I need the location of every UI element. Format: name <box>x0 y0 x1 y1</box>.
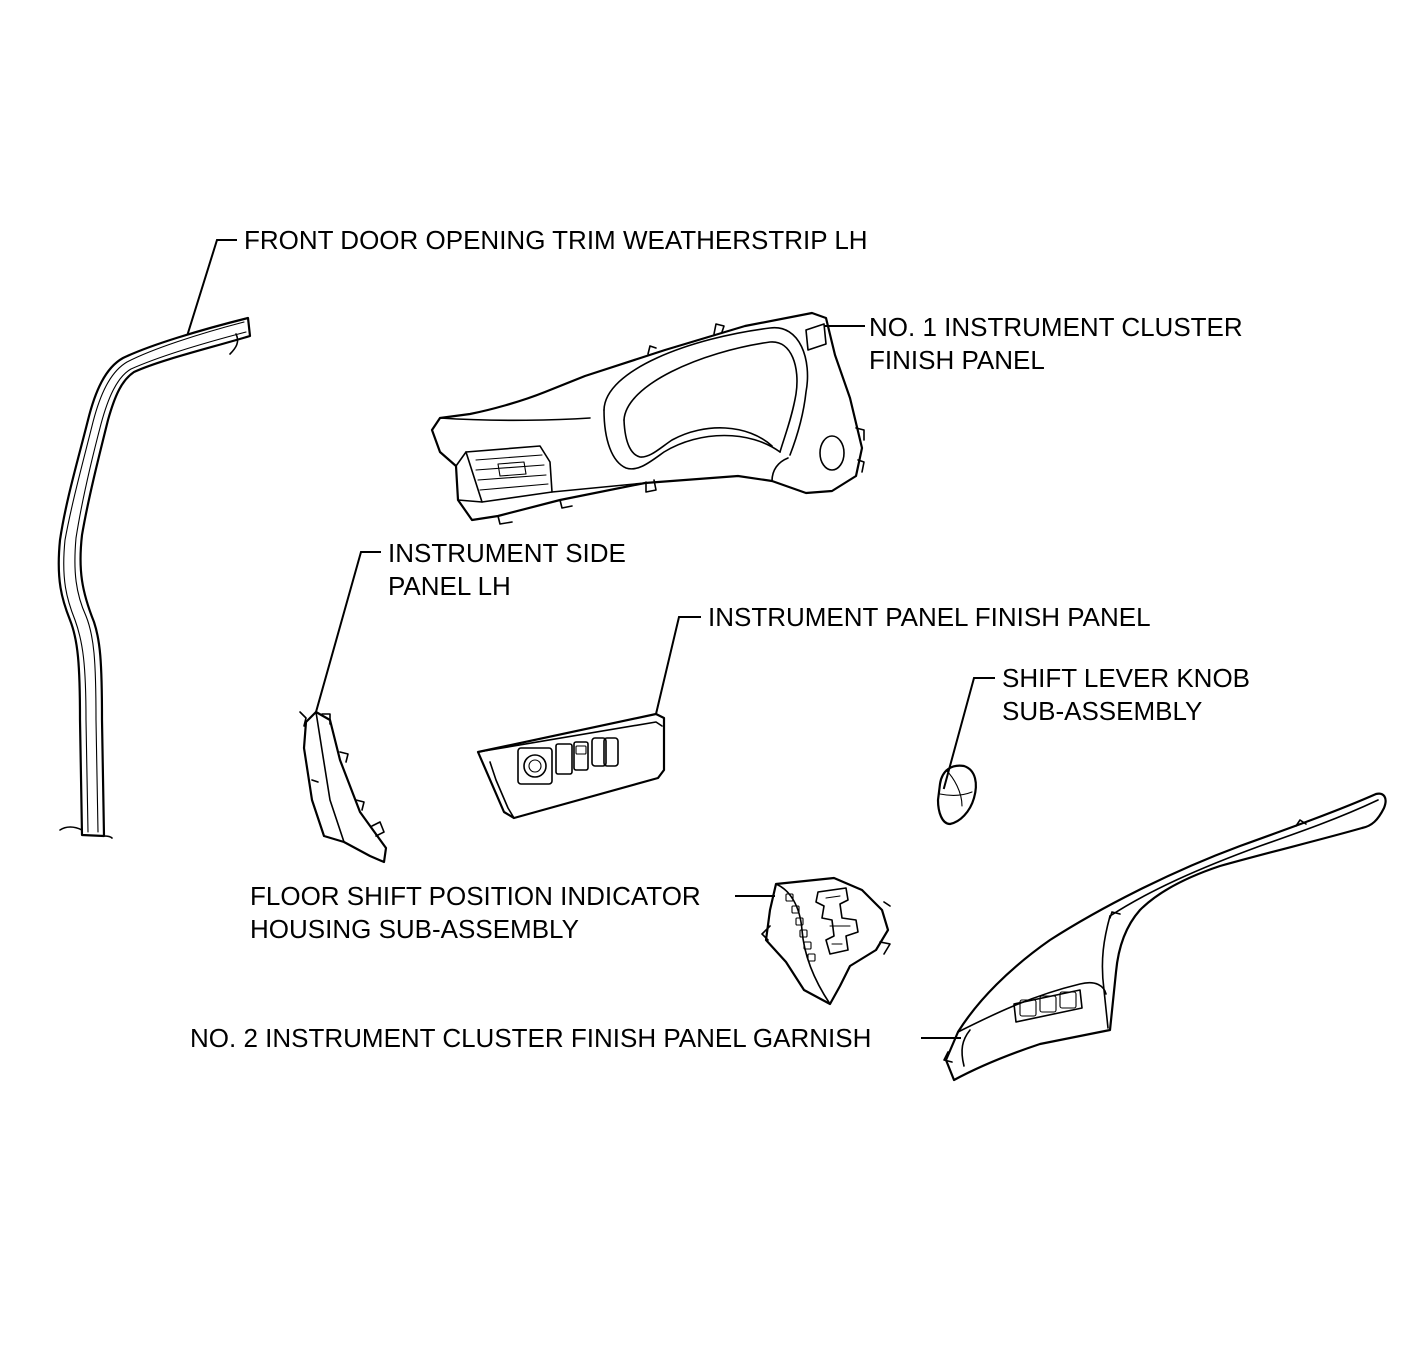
indicator-housing-part <box>761 876 891 1006</box>
label-cluster-panel-1: NO. 1 INSTRUMENT CLUSTER FINISH PANEL <box>869 311 1243 377</box>
cluster-panel-1-part <box>430 311 865 525</box>
leader-side-panel <box>314 551 381 714</box>
leader-finish-panel <box>654 616 701 716</box>
label-line: SHIFT LEVER KNOB <box>1002 663 1251 693</box>
label-line: SUB-ASSEMBLY <box>1002 696 1203 726</box>
label-indicator-housing: FLOOR SHIFT POSITION INDICATOR HOUSING S… <box>250 880 701 946</box>
label-line: PANEL LH <box>388 571 511 601</box>
weatherstrip-part <box>57 316 252 839</box>
label-line: INSTRUMENT SIDE <box>388 538 626 568</box>
side-panel-part <box>299 710 388 864</box>
shift-knob-part <box>936 764 977 826</box>
label-side-panel: INSTRUMENT SIDE PANEL LH <box>388 537 626 603</box>
finish-panel-part <box>476 712 666 820</box>
label-line: FINISH PANEL <box>869 345 1045 375</box>
cluster-garnish-2-part <box>943 792 1387 1082</box>
label-line: FRONT DOOR OPENING TRIM WEATHERSTRIP LH <box>244 225 868 255</box>
label-line: FLOOR SHIFT POSITION INDICATOR <box>250 881 701 911</box>
leader-weatherstrip <box>186 239 237 335</box>
label-line: NO. 1 INSTRUMENT CLUSTER <box>869 312 1243 342</box>
label-line: HOUSING SUB-ASSEMBLY <box>250 914 579 944</box>
label-weatherstrip: FRONT DOOR OPENING TRIM WEATHERSTRIP LH <box>244 224 868 257</box>
label-cluster-garnish-2: NO. 2 INSTRUMENT CLUSTER FINISH PANEL GA… <box>190 1022 871 1055</box>
label-line: NO. 2 INSTRUMENT CLUSTER FINISH PANEL GA… <box>190 1023 872 1053</box>
label-shift-knob: SHIFT LEVER KNOB SUB-ASSEMBLY <box>1002 662 1250 728</box>
leader-shift-knob <box>942 677 995 790</box>
label-finish-panel: INSTRUMENT PANEL FINISH PANEL <box>708 601 1151 634</box>
label-line: INSTRUMENT PANEL FINISH PANEL <box>708 602 1151 632</box>
